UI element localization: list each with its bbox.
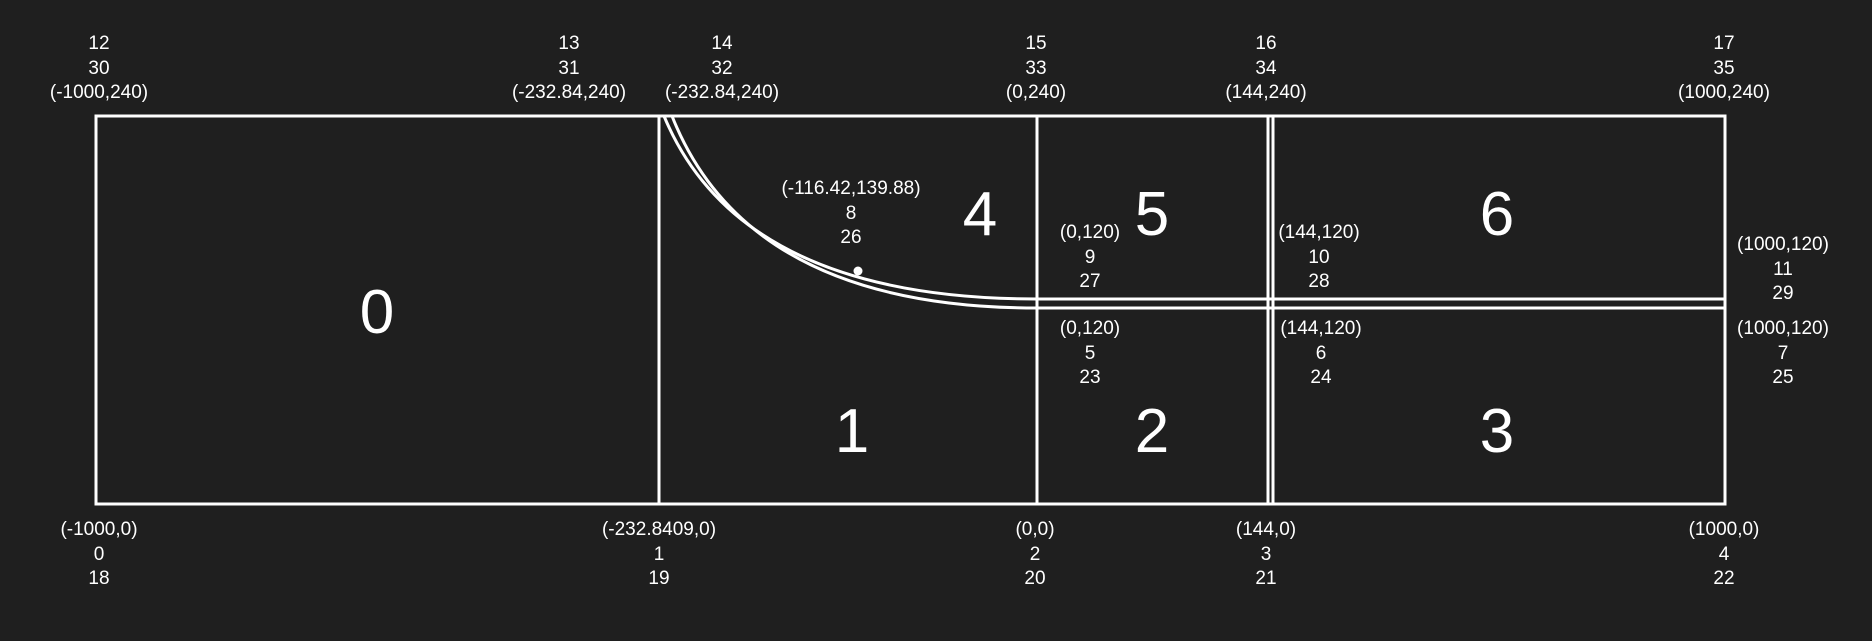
vertex-dup-id: 33 (1025, 57, 1047, 79)
vertex-dup-id: 26 (840, 227, 862, 248)
vertex-id: 3 (1260, 543, 1272, 565)
vertex-coord: (1000,120) (1737, 234, 1829, 255)
vertex-label-16: 16 34 (144,240) (1225, 32, 1306, 106)
vertex-label-10: (144,120) 10 28 (1278, 221, 1359, 295)
vertex-coord: (1000,240) (1678, 82, 1770, 103)
vertex-label-14: 14 32 (-232.84,240) (665, 32, 779, 106)
vertex-id: 16 (1255, 33, 1277, 54)
vertex-coord: (0,240) (1005, 82, 1067, 103)
vertex-coord: (-1000,0) (60, 519, 138, 540)
vertex-dup-id: 32 (711, 57, 733, 79)
vertex-id: 1 (653, 543, 665, 565)
face-label-0: 0 (359, 278, 395, 347)
vertex-coord: (0,120) (1059, 318, 1121, 339)
vertex-id: 7 (1777, 342, 1789, 364)
vertex-coord: (-232.8409,0) (601, 519, 717, 540)
face-label-1: 1 (834, 397, 870, 466)
face-label-6: 6 (1479, 180, 1515, 249)
vertex-label-12: 12 30 (-1000,240) (50, 32, 148, 106)
vertex-dup-id: 20 (1024, 568, 1046, 589)
vertex-label-6: (144,120) 6 24 (1280, 317, 1361, 391)
vertex-label-0: (-1000,0) 0 18 (60, 518, 137, 592)
vertex-dup-id: 31 (558, 57, 580, 79)
edge-curve-outer (662, 115, 1038, 301)
vertex-id: 0 (93, 543, 105, 565)
vertex-coord: (0,0) (1015, 519, 1055, 540)
vertex-id: 15 (1025, 33, 1047, 54)
vertex-id: 8 (845, 202, 857, 224)
vertex-coord: (-232.84,240) (664, 82, 780, 103)
vertex-label-3: (144,0) 3 21 (1236, 518, 1296, 592)
vertex-dup-id: 21 (1255, 568, 1277, 589)
vertex-coord: (-232.84,240) (511, 82, 627, 103)
vertex-label-15: 15 33 (0,240) (1006, 32, 1066, 106)
vertex-id: 4 (1718, 543, 1730, 565)
vertex-dup-id: 18 (88, 568, 110, 589)
vertex-id: 14 (711, 33, 733, 54)
face-label-4: 4 (962, 180, 998, 249)
vertex-id: 12 (88, 33, 110, 54)
vertex-label-7: (1000,120) 7 25 (1737, 317, 1829, 391)
vertex-coord: (-116.42,139.88) (781, 178, 921, 199)
vertex-label-2: (0,0) 2 20 (1015, 518, 1054, 592)
vertex-dup-id: 25 (1772, 367, 1794, 388)
vertex-dup-id: 34 (1255, 57, 1277, 79)
vertex-id: 9 (1084, 246, 1096, 268)
face-label-5: 5 (1134, 180, 1170, 249)
vertex-coord: (1000,120) (1737, 318, 1829, 339)
vertex-label-13: 13 31 (-232.84,240) (512, 32, 626, 106)
vertex-dup-id: 28 (1308, 271, 1330, 292)
vertex-dup-id: 24 (1310, 367, 1332, 388)
vertex-coord: (1000,0) (1688, 519, 1760, 540)
edge-curve-inner (670, 115, 1038, 310)
vertex-label-9: (0,120) 9 27 (1060, 221, 1120, 295)
vertex-label-1: (-232.8409,0) 1 19 (602, 518, 716, 592)
vertex-label-4: (1000,0) 4 22 (1689, 518, 1760, 592)
vertex-label-11: (1000,120) 11 29 (1737, 233, 1829, 307)
vertex-id: 5 (1084, 342, 1096, 364)
vertex-dup-id: 35 (1713, 57, 1735, 79)
vertex-label-17: 17 35 (1000,240) (1678, 32, 1770, 106)
vertex-dup-id: 27 (1079, 271, 1101, 292)
vertex-coord: (0,120) (1059, 222, 1121, 243)
vertex-label-5: (0,120) 5 23 (1060, 317, 1120, 391)
vertex-dup-id: 29 (1772, 283, 1794, 304)
vertex-coord: (144,120) (1278, 222, 1360, 243)
midpoint-vertex-dot (853, 266, 863, 276)
vertex-id: 13 (558, 33, 580, 54)
vertex-coord: (-1000,240) (49, 82, 149, 103)
vertex-dup-id: 23 (1079, 367, 1101, 388)
vertex-coord: (144,240) (1225, 82, 1307, 103)
vertex-id: 11 (1773, 258, 1793, 280)
vertex-id: 2 (1029, 543, 1041, 565)
vertex-coord: (144,0) (1235, 519, 1297, 540)
vertex-dup-id: 22 (1713, 568, 1735, 589)
vertex-dup-id: 30 (88, 57, 110, 79)
vertex-coord: (144,120) (1280, 318, 1362, 339)
vertex-id: 6 (1315, 342, 1327, 364)
outer-boundary (94, 114, 1727, 506)
vertex-id: 10 (1308, 246, 1330, 268)
vertex-dup-id: 19 (648, 568, 670, 589)
face-label-3: 3 (1479, 397, 1515, 466)
face-label-2: 2 (1134, 397, 1170, 466)
vertex-label-8: (-116.42,139.88) 8 26 (781, 177, 920, 251)
vertex-id: 17 (1713, 33, 1735, 54)
